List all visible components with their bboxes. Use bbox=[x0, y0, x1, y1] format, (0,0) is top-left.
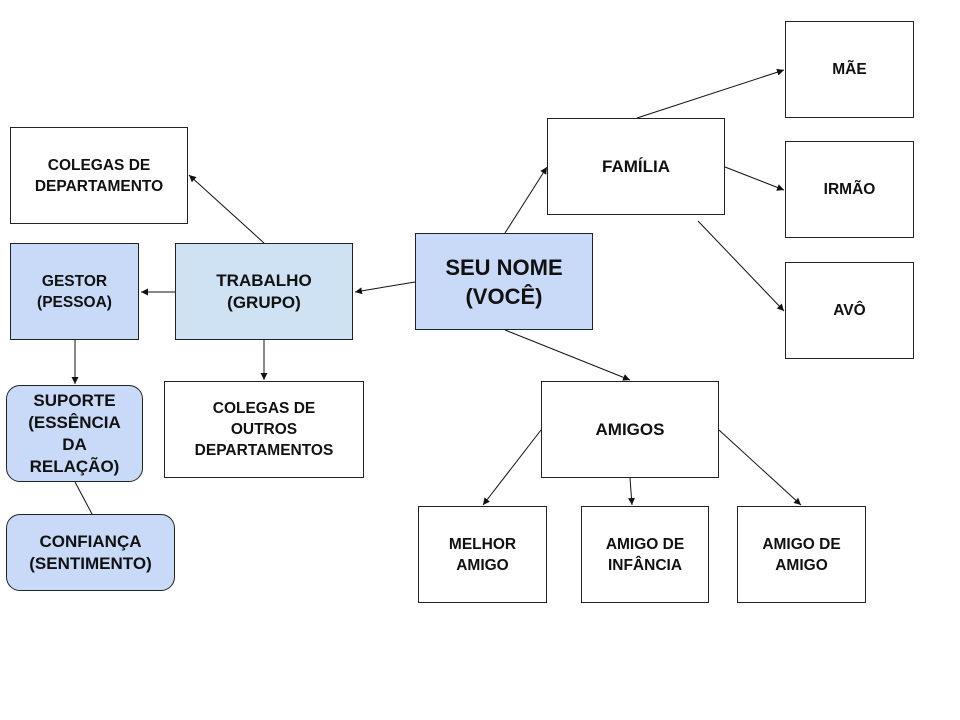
edge-suporte-confianca bbox=[74, 481, 93, 515]
edge-trabalho-colegas-dep bbox=[188, 174, 265, 244]
edge-familia-irmao bbox=[724, 166, 785, 191]
node-amigo-de-amigo: AMIGO DE AMIGO bbox=[737, 506, 866, 603]
node-avo-label: AVÔ bbox=[833, 302, 866, 319]
node-melhor-amigo-label: MELHOR AMIGO bbox=[448, 535, 517, 574]
node-confianca: CONFIANÇA (SENTIMENTO) bbox=[6, 514, 175, 591]
edge-center-trabalho bbox=[354, 281, 416, 295]
node-colegas-departamento: COLEGAS DE DEPARTAMENTO bbox=[10, 127, 188, 224]
node-amigos-label: AMIGOS bbox=[595, 419, 665, 439]
node-avo: AVÔ bbox=[785, 262, 914, 359]
node-familia: FAMÍLIA bbox=[547, 118, 725, 215]
node-melhor-amigo: MELHOR AMIGO bbox=[418, 506, 547, 603]
node-colegas-outros-label: COLEGAS DE OUTROS DEPARTAMENTOS bbox=[194, 400, 334, 459]
edge-familia-mae bbox=[636, 68, 785, 119]
node-colegas-outros: COLEGAS DE OUTROS DEPARTAMENTOS bbox=[164, 381, 364, 478]
node-irmao-label: IRMÃO bbox=[823, 181, 876, 198]
node-irmao: IRMÃO bbox=[785, 141, 914, 238]
node-gestor: GESTOR (PESSOA) bbox=[10, 243, 139, 340]
node-mae: MÃE bbox=[785, 21, 914, 118]
edge-center-familia bbox=[504, 166, 548, 234]
node-amigos: AMIGOS bbox=[541, 381, 719, 478]
node-confianca-label: CONFIANÇA (SENTIMENTO) bbox=[29, 531, 152, 573]
center-node-seu-nome: SEU NOME (VOCÊ) bbox=[415, 233, 593, 330]
node-gestor-label: GESTOR (PESSOA) bbox=[37, 272, 112, 311]
edge-amigos-infancia bbox=[627, 477, 635, 506]
node-trabalho-label: TRABALHO (GRUPO) bbox=[216, 270, 312, 312]
node-colegas-departamento-label: COLEGAS DE DEPARTAMENTO bbox=[34, 156, 164, 195]
node-suporte-label: SUPORTE (ESSÊNCIA DA RELAÇÃO) bbox=[28, 390, 121, 476]
edge-amigos-amigo bbox=[718, 429, 802, 506]
node-amigo-de-amigo-label: AMIGO DE AMIGO bbox=[762, 535, 841, 574]
node-suporte: SUPORTE (ESSÊNCIA DA RELAÇÃO) bbox=[6, 385, 143, 482]
node-mae-label: MÃE bbox=[832, 61, 867, 78]
node-familia-label: FAMÍLIA bbox=[602, 156, 670, 176]
edge-familia-avo bbox=[697, 220, 785, 312]
node-trabalho: TRABALHO (GRUPO) bbox=[175, 243, 353, 340]
edge-center-amigos bbox=[504, 329, 631, 381]
node-amigo-infancia-label: AMIGO DE INFÂNCIA bbox=[605, 535, 685, 574]
edge-amigos-melhor bbox=[482, 429, 542, 506]
node-amigo-infancia: AMIGO DE INFÂNCIA bbox=[581, 506, 709, 603]
center-node-label: SEU NOME (VOCÊ) bbox=[445, 254, 563, 309]
